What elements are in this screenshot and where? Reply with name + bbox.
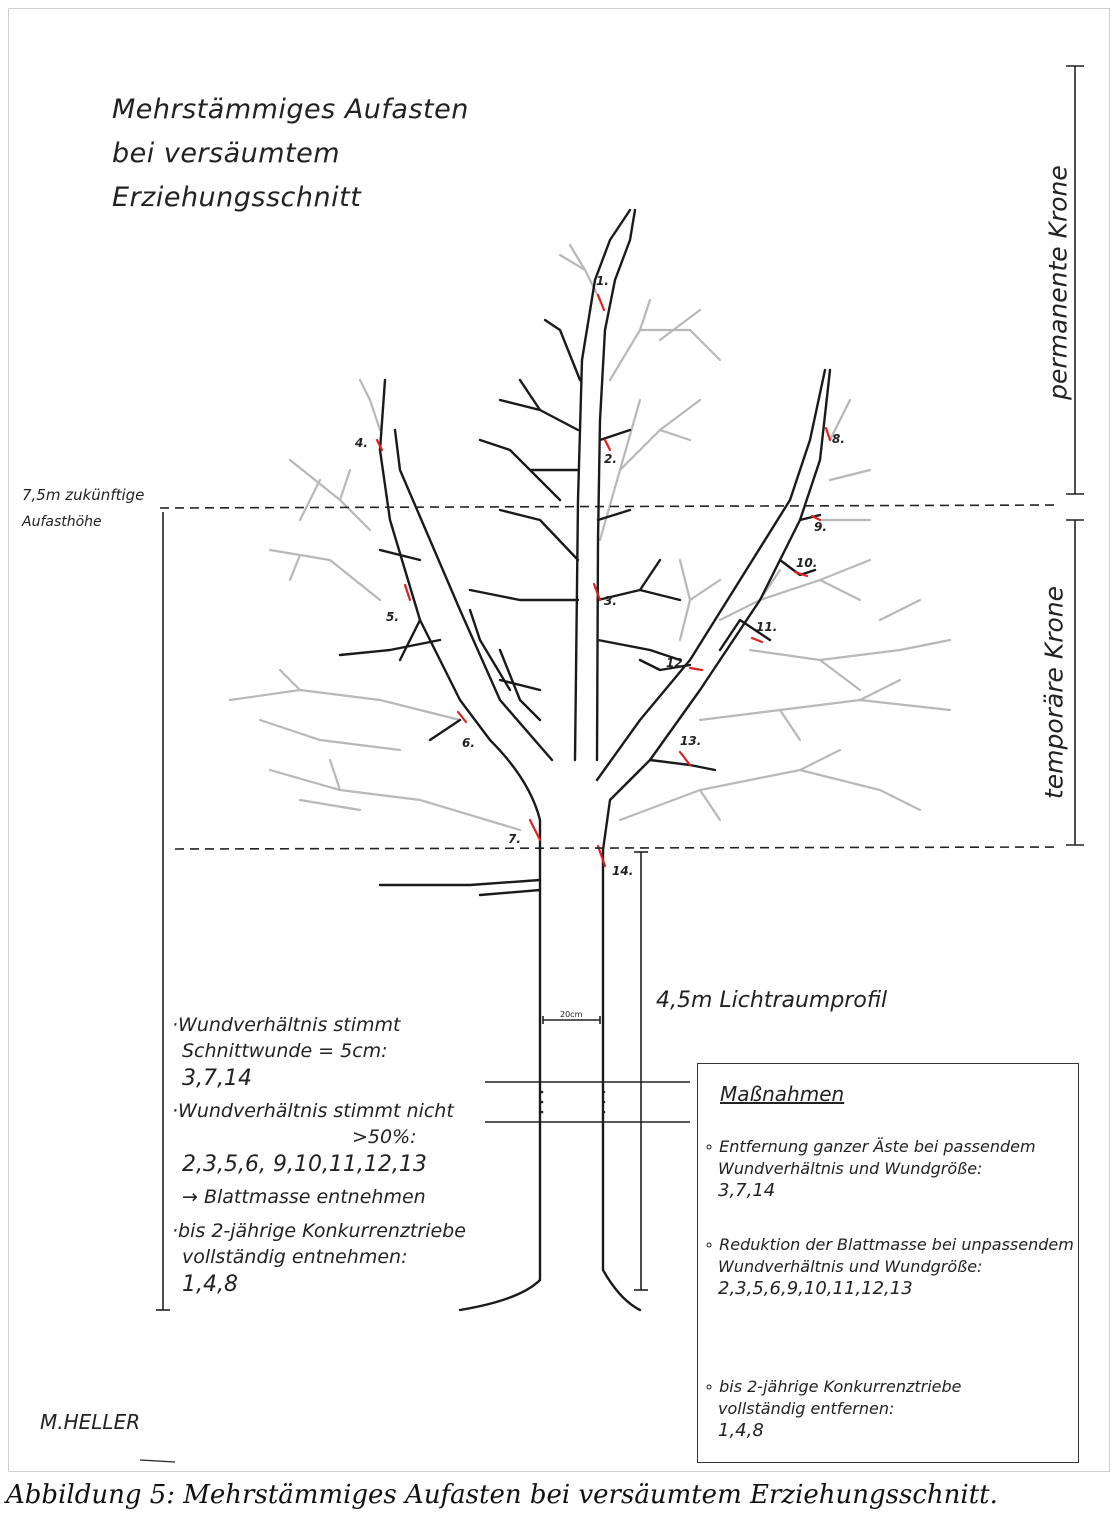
measure-1-line-1: ∘ Entfernung ganzer Äste bei passendem [704, 1136, 1036, 1158]
cut-number-1: 1. [596, 274, 609, 288]
trunk-width-label: 20cm [560, 1010, 582, 1019]
note-1-line-1: ·Wundverhältnis stimmt [172, 1012, 466, 1038]
cut-number-9: 9. [814, 520, 827, 534]
height-lines [160, 505, 1060, 849]
cut-number-3: 3. [604, 594, 617, 608]
note-1-line-2: Schnittwunde = 5cm: [182, 1038, 466, 1064]
cut-number-4: 4. [355, 436, 368, 450]
cut-number-7: 7. [508, 832, 521, 846]
trunk-break [485, 1016, 690, 1122]
grey-branches [230, 245, 950, 830]
cut-number-13: 13. [680, 734, 701, 748]
notes-left: ·Wundverhältnis stimmt Schnittwunde = 5c… [172, 1012, 466, 1304]
cut-number-6: 6. [462, 736, 475, 750]
clearance-label: 4,5m Lichtraumprofil [656, 988, 887, 1013]
note-3-numbers: 1,4,8 [182, 1272, 466, 1298]
future-height-label-2: Aufasthöhe [22, 514, 102, 530]
note-2-line-1: ·Wundverhältnis stimmt nicht [172, 1098, 466, 1124]
measure-item-1: ∘ Entfernung ganzer Äste bei passendem W… [704, 1136, 1036, 1202]
measure-2-line-2: Wundverhältnis und Wundgröße: [718, 1256, 1074, 1278]
measure-3-line-2: vollständig entfernen: [718, 1398, 962, 1420]
cut-number-14: 14. [612, 864, 633, 878]
measure-1-line-2: Wundverhältnis und Wundgröße: [718, 1158, 1036, 1180]
cut-number-11: 11. [756, 620, 777, 634]
measure-2-line-1: ∘ Reduktion der Blattmasse bei unpassend… [704, 1234, 1074, 1256]
diagram-title: Mehrstämmiges Aufasten bei versäumtem Er… [112, 88, 469, 220]
note-1-numbers: 3,7,14 [182, 1066, 466, 1092]
note-3-line-2: vollständig entnehmen: [182, 1244, 466, 1270]
title-line-1: Mehrstämmiges Aufasten [112, 88, 469, 132]
measures-box: Maßnahmen ∘ Entfernung ganzer Äste bei p… [697, 1063, 1079, 1463]
signature-underline [140, 1460, 175, 1462]
cut-number-10: 10. [796, 556, 817, 570]
trunk-break-dots [541, 1091, 606, 1114]
measure-2-numbers: 2,3,5,6,9,10,11,12,13 [718, 1278, 1074, 1300]
measures-heading: Maßnahmen [720, 1082, 844, 1106]
cut-number-12: 12. [666, 656, 687, 670]
measure-3-line-1: ∘ bis 2-jährige Konkurrenztriebe [704, 1376, 962, 1398]
measure-item-2: ∘ Reduktion der Blattmasse bei unpassend… [704, 1234, 1074, 1300]
cut-number-8: 8. [832, 432, 845, 446]
note-2-numbers: 2,3,5,6, 9,10,11,12,13 [182, 1152, 466, 1178]
note-2-line-2: >50%: [352, 1124, 466, 1150]
permanent-crown-label: permanente Krone [1044, 153, 1073, 413]
future-height-label-1: 7,5m zukünftige [22, 486, 144, 504]
measure-item-3: ∘ bis 2-jährige Konkurrenztriebe vollstä… [704, 1376, 962, 1442]
cut-number-5: 5. [386, 610, 399, 624]
note-3-line-1: ·bis 2-jährige Konkurrenztriebe [172, 1218, 466, 1244]
title-line-3: Erziehungsschnitt [112, 176, 469, 220]
title-line-2: bei versäumtem [112, 132, 469, 176]
cut-number-2: 2. [604, 452, 617, 466]
measure-3-numbers: 1,4,8 [718, 1420, 962, 1442]
temporary-crown-label: temporäre Krone [1040, 573, 1069, 813]
signature: M.HELLER [40, 1410, 140, 1434]
measure-1-numbers: 3,7,14 [718, 1180, 1036, 1202]
note-2-arrow: → Blattmasse entnehmen [182, 1184, 466, 1210]
cut-marks [377, 295, 830, 866]
figure-caption: Abbildung 5: Mehrstämmiges Aufasten bei … [6, 1480, 998, 1510]
